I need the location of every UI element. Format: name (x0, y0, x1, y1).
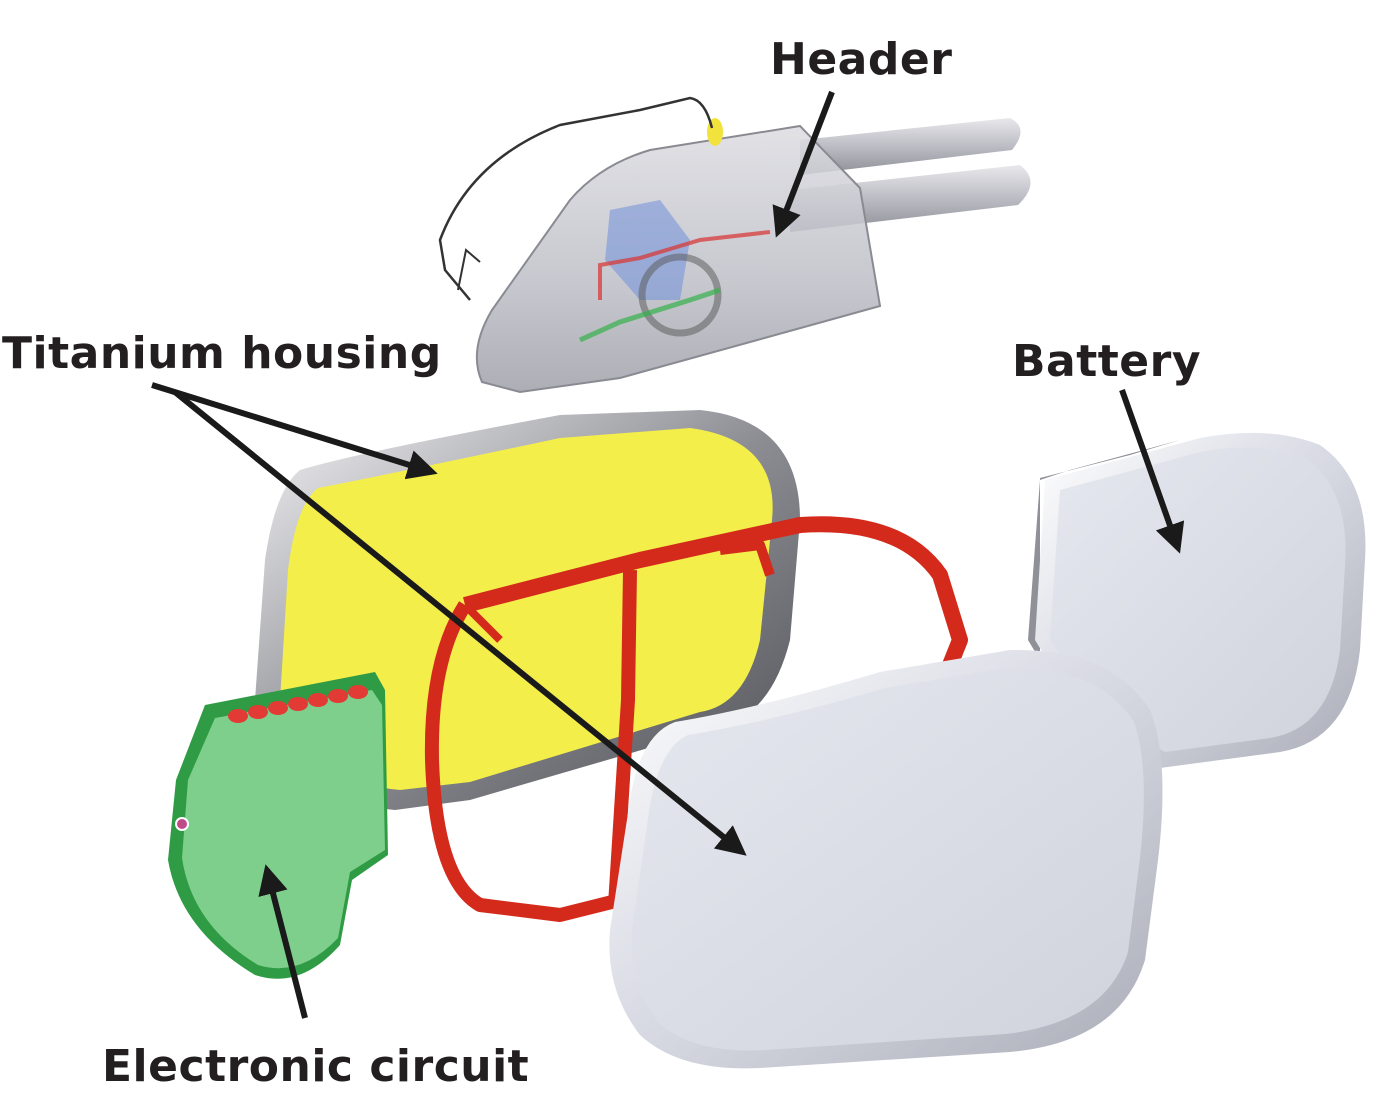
arrow-titanium-to-rim (151, 382, 438, 480)
arrow-titanium-to-cover (173, 389, 747, 856)
label-electronic-circuit: Electronic circuit (102, 1041, 530, 1092)
header-module (438, 96, 1031, 394)
battery-face (1050, 447, 1346, 752)
header-red-wire (598, 230, 771, 300)
callout-arrows (151, 90, 1185, 1019)
arrow-electronic-circuit (258, 864, 308, 1019)
arrow-battery (1119, 388, 1185, 554)
front-cover-face (631, 667, 1144, 1051)
titanium-housing-back (255, 410, 800, 810)
red-frame (424, 516, 968, 922)
header-ring (638, 253, 722, 337)
arrow-header (772, 90, 835, 238)
circuit-face (182, 690, 385, 969)
label-battery: Battery (1012, 336, 1202, 387)
housing-inner-yellow (280, 428, 773, 790)
titanium-housing-front (609, 649, 1163, 1069)
label-header: Header (770, 34, 953, 85)
electronic-circuit-board (168, 672, 388, 979)
label-titanium-housing: Titanium housing (2, 328, 442, 379)
circuit-red-components (228, 685, 368, 723)
header-blue-part (605, 200, 690, 300)
header-antenna-wire (438, 96, 714, 301)
lead-tube-upper (800, 118, 1021, 175)
header-green-wire (578, 287, 721, 343)
